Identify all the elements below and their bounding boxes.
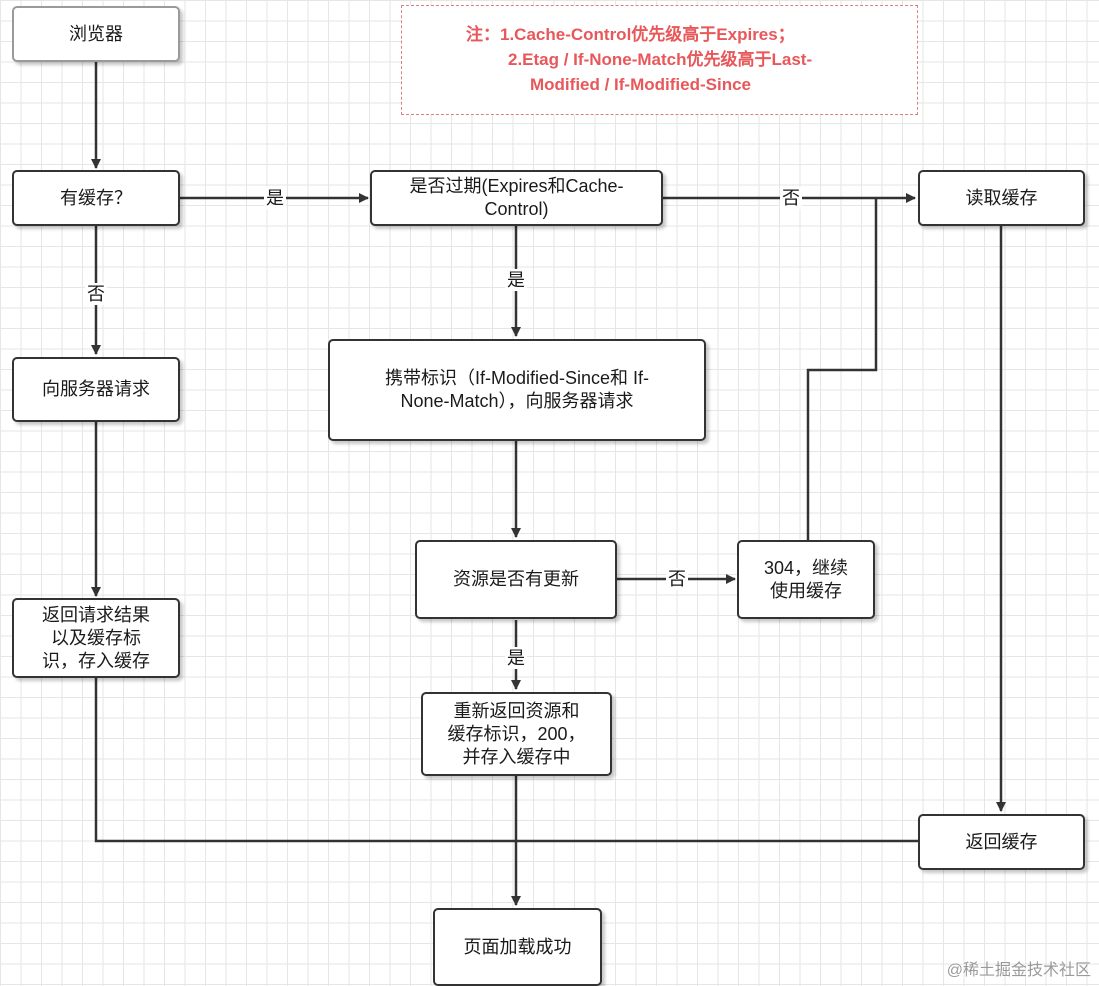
watermark: @稀土掘金技术社区 bbox=[946, 962, 1091, 979]
node-request-server-label: 向服务器请求 bbox=[42, 379, 150, 399]
node-conditional-request-label: 携带标识（If-Modified-Since和 If- None-Match），… bbox=[384, 368, 650, 411]
node-has-cache: 有缓存？ bbox=[12, 170, 180, 226]
note-line-2: 2.Etag / If-None-Match优先级高于Last- bbox=[508, 50, 813, 69]
edge-label-yes-cache: 是 bbox=[264, 187, 286, 209]
node-use-cache-304: 304，继续 使用缓存 bbox=[737, 540, 875, 619]
note-line-3: Modified / If-Modified-Since bbox=[530, 75, 751, 94]
node-expired-check: 是否过期(Expires和Cache- Control) bbox=[370, 170, 663, 226]
edge-label-no-cache: 否 bbox=[85, 283, 107, 305]
note-line-1: 注：1.Cache-Control优先级高于Expires； bbox=[466, 25, 795, 44]
node-resource-updated: 资源是否有更新 bbox=[415, 540, 617, 619]
edge-304-to-read-cache bbox=[806, 198, 878, 540]
node-page-loaded: 页面加载成功 bbox=[433, 908, 602, 986]
edge-label-no-expired: 否 bbox=[780, 187, 802, 209]
node-request-server: 向服务器请求 bbox=[12, 357, 180, 422]
node-return-cache-label: 返回缓存 bbox=[965, 831, 1038, 852]
node-read-cache-label: 读取缓存 bbox=[965, 187, 1038, 208]
node-read-cache: 读取缓存 bbox=[918, 170, 1085, 226]
node-page-loaded-label: 页面加载成功 bbox=[463, 936, 572, 957]
edge-label-yes-expired: 是 bbox=[505, 269, 527, 291]
node-return-cache: 返回缓存 bbox=[918, 814, 1085, 870]
node-return-new-200-label: 重新返回资源和 缓存标识，200， 并存入缓存中 bbox=[447, 700, 586, 767]
node-conditional-request: 携带标识（If-Modified-Since和 If- None-Match），… bbox=[328, 339, 706, 441]
node-expired-check-label: 是否过期(Expires和Cache- Control) bbox=[409, 176, 624, 219]
node-browser-label: 浏览器 bbox=[69, 23, 123, 44]
node-resource-updated-label: 资源是否有更新 bbox=[453, 569, 579, 589]
edge-label-no-updated: 否 bbox=[666, 568, 688, 590]
node-return-result: 返回请求结果 以及缓存标 识，存入缓存 bbox=[12, 598, 180, 678]
node-browser: 浏览器 bbox=[12, 6, 180, 62]
node-return-result-label: 返回请求结果 以及缓存标 识，存入缓存 bbox=[42, 604, 150, 671]
priority-note: 注：1.Cache-Control优先级高于Expires； 2.Etag / … bbox=[401, 5, 918, 115]
edge-label-yes-updated: 是 bbox=[505, 647, 527, 669]
edge-result-to-merge bbox=[94, 678, 918, 843]
node-has-cache-label: 有缓存？ bbox=[60, 187, 132, 208]
node-use-cache-304-label: 304，继续 使用缓存 bbox=[763, 557, 849, 601]
node-return-new-200: 重新返回资源和 缓存标识，200， 并存入缓存中 bbox=[421, 692, 612, 776]
